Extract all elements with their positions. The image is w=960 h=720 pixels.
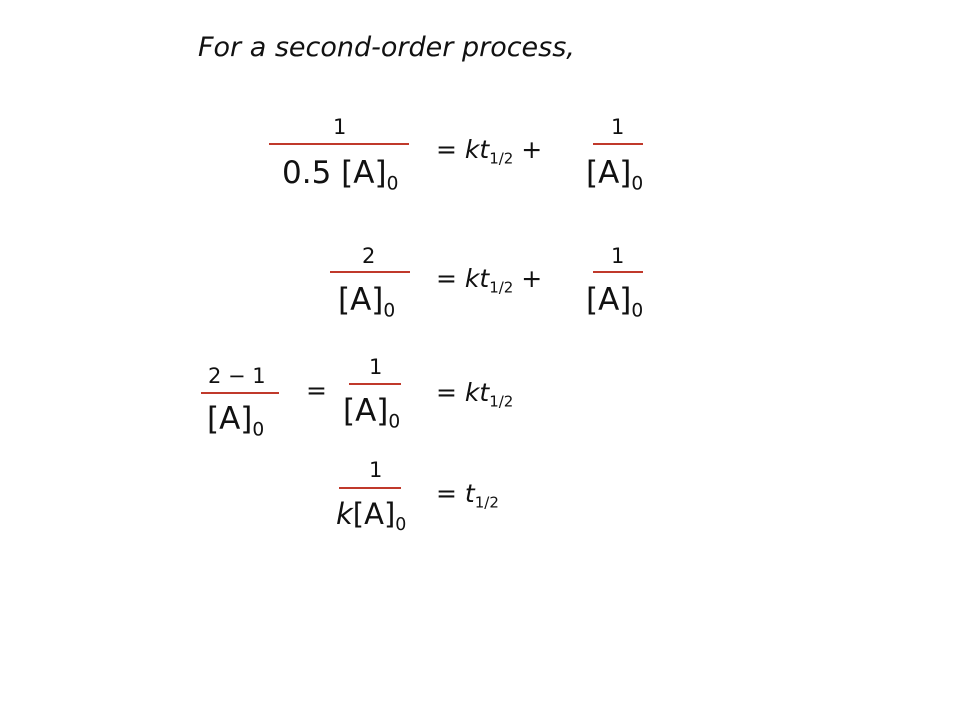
eq1-rhs-fraction-bar xyxy=(593,143,643,145)
eq2-rhs-fraction-bar xyxy=(593,271,643,273)
eq1-lhs-fraction-bar xyxy=(269,143,409,145)
eq3-equals-sign: = xyxy=(306,376,327,405)
eq4-fraction-bar xyxy=(339,487,401,489)
eq1-middle-term: = kt1/2 + xyxy=(436,135,543,168)
eq3-lhs-fraction-bar xyxy=(201,392,279,394)
eq2-rhs-denominator: [A]0 xyxy=(586,282,644,322)
eq3-lhs-denominator: [A]0 xyxy=(207,401,265,441)
eq3-rhs-term: = kt1/2 xyxy=(436,378,514,411)
eq3-lhs-numerator: 2 − 1 xyxy=(208,364,266,388)
eq3-mid-fraction-bar xyxy=(349,383,401,385)
slide-title: For a second-order process, xyxy=(198,32,575,63)
eq2-lhs-numerator: 2 xyxy=(362,244,376,268)
eq4-denominator: k[A]0 xyxy=(336,497,407,536)
eq1-rhs-numerator: 1 xyxy=(611,115,625,139)
eq1-lhs-numerator: 1 xyxy=(333,115,347,139)
eq4-numerator: 1 xyxy=(369,458,383,482)
eq2-rhs-numerator: 1 xyxy=(611,244,625,268)
eq3-mid-denominator: [A]0 xyxy=(343,393,401,433)
eq2-lhs-denominator: [A]0 xyxy=(338,282,396,322)
eq1-lhs-denominator: 0.5 [A]0 xyxy=(282,155,399,195)
eq2-lhs-fraction-bar xyxy=(330,271,410,273)
eq1-rhs-denominator: [A]0 xyxy=(586,155,644,195)
eq2-middle-term: = kt1/2 + xyxy=(436,264,543,297)
eq4-rhs-term: = t1/2 xyxy=(436,479,499,512)
eq3-mid-numerator: 1 xyxy=(369,355,383,379)
